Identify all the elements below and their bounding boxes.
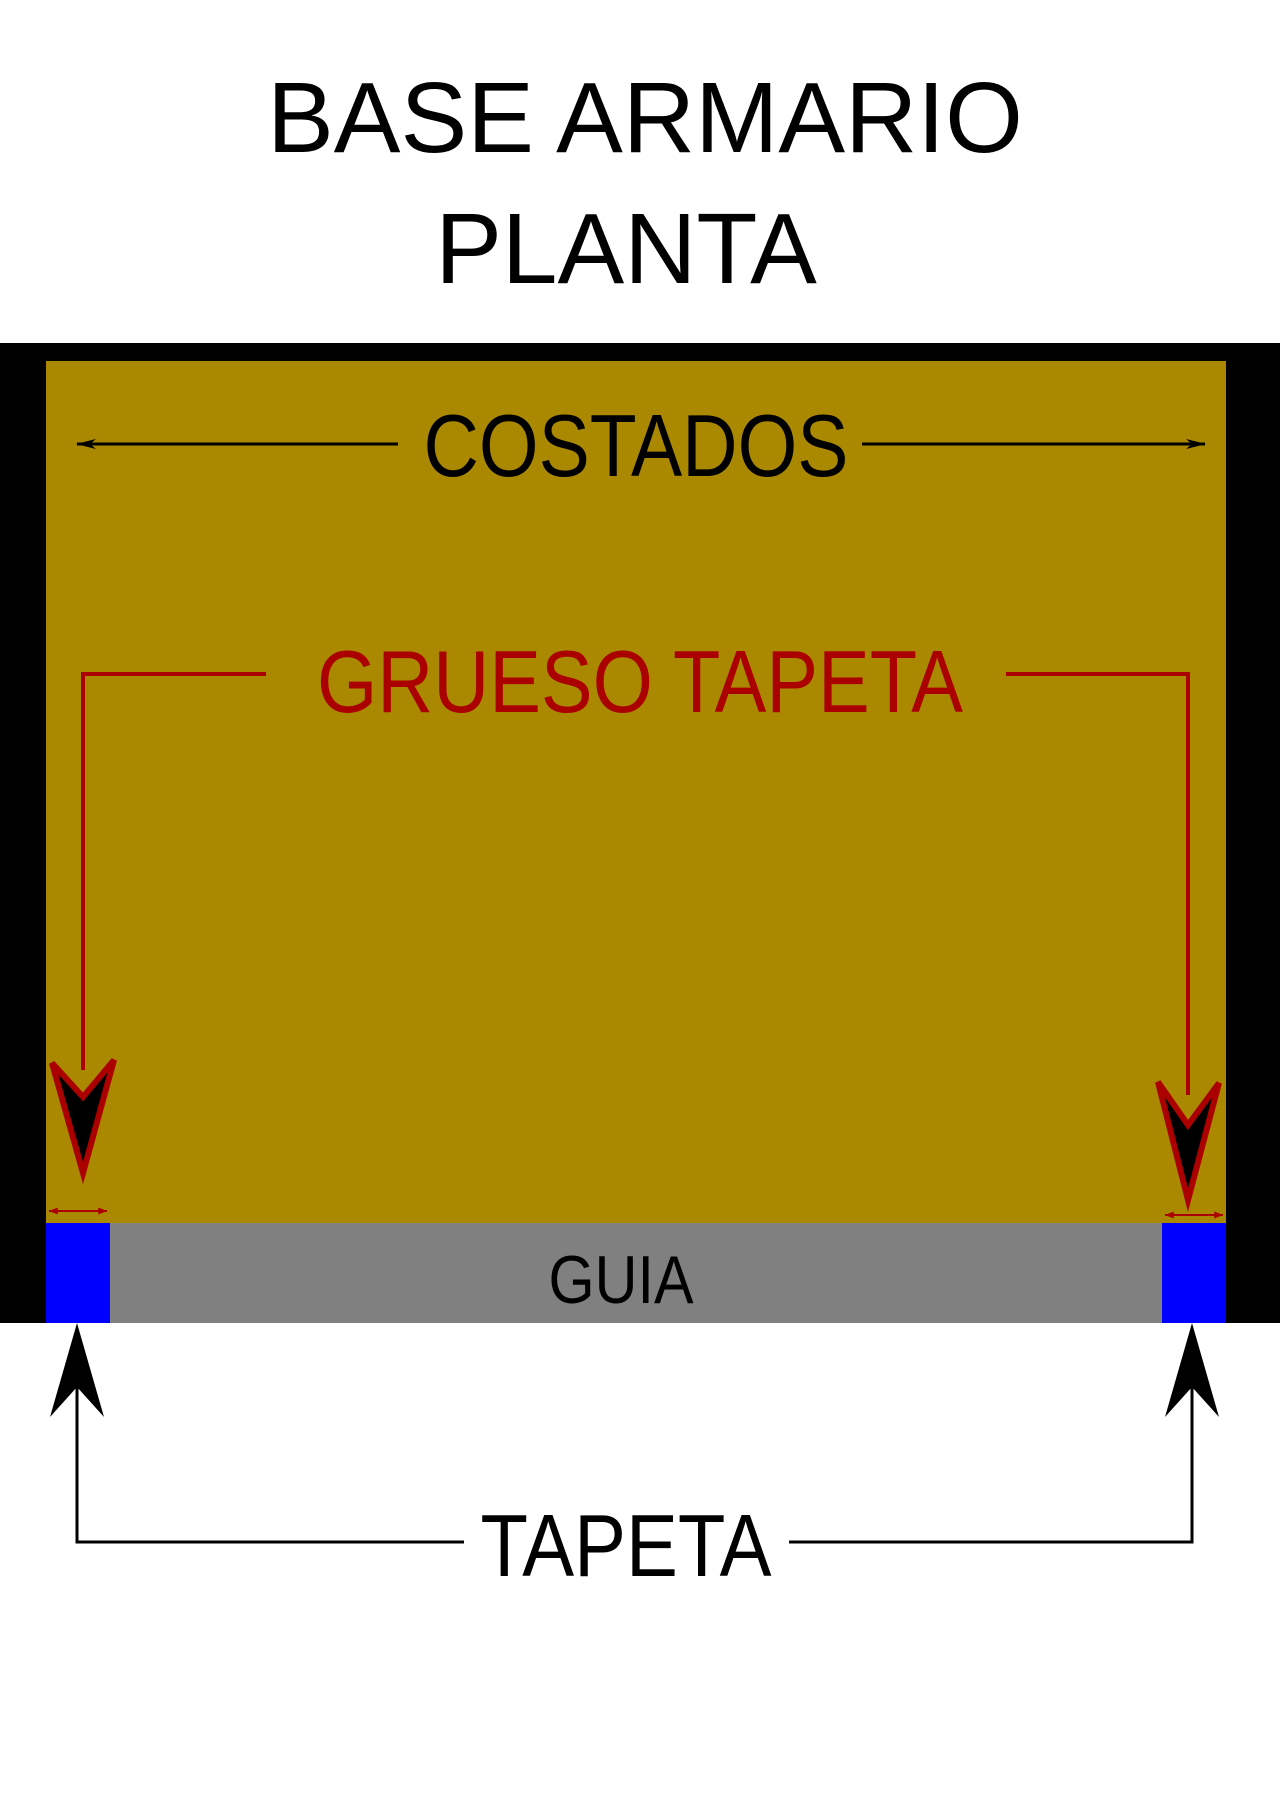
grueso-tapeta-arrowhead-right: [1155, 1080, 1222, 1212]
grueso-tapeta-arrowhead-left: [49, 1058, 117, 1185]
cabinet-top-edge: [0, 343, 1280, 361]
tapeta-leader-right: [789, 1360, 1194, 1544]
costado-right: [1226, 343, 1280, 1323]
cabinet-interior: [46, 361, 1226, 1223]
cabinet-body: [0, 343, 1280, 1323]
tapeta-leader-left: [75, 1360, 464, 1544]
grueso-tapeta-callout: GRUESO TAPETA: [49, 632, 1223, 1219]
grueso-tapeta-leader-right: [1006, 672, 1190, 1095]
title-line-2: PLANTA: [435, 193, 817, 305]
guia-rail: [46, 1223, 1226, 1323]
tapeta-block-left: [46, 1223, 110, 1323]
tapeta-arrowhead-left: [50, 1323, 104, 1417]
costados-label: COSTADOS: [424, 396, 849, 495]
costados-dimension: COSTADOS: [76, 396, 1206, 495]
tapeta-block-right: [1162, 1223, 1226, 1323]
grueso-tapeta-label: GRUESO TAPETA: [317, 632, 963, 731]
tapeta-callout: TAPETA: [50, 1323, 1219, 1595]
grueso-tapeta-leader-left: [81, 672, 266, 1070]
tapeta-label: TAPETA: [481, 1496, 772, 1595]
title-line-1: BASE ARMARIO: [267, 62, 1023, 174]
tapeta-arrowhead-right: [1165, 1323, 1219, 1417]
guia-label: GUIA: [549, 1242, 695, 1318]
costado-left: [0, 343, 46, 1323]
